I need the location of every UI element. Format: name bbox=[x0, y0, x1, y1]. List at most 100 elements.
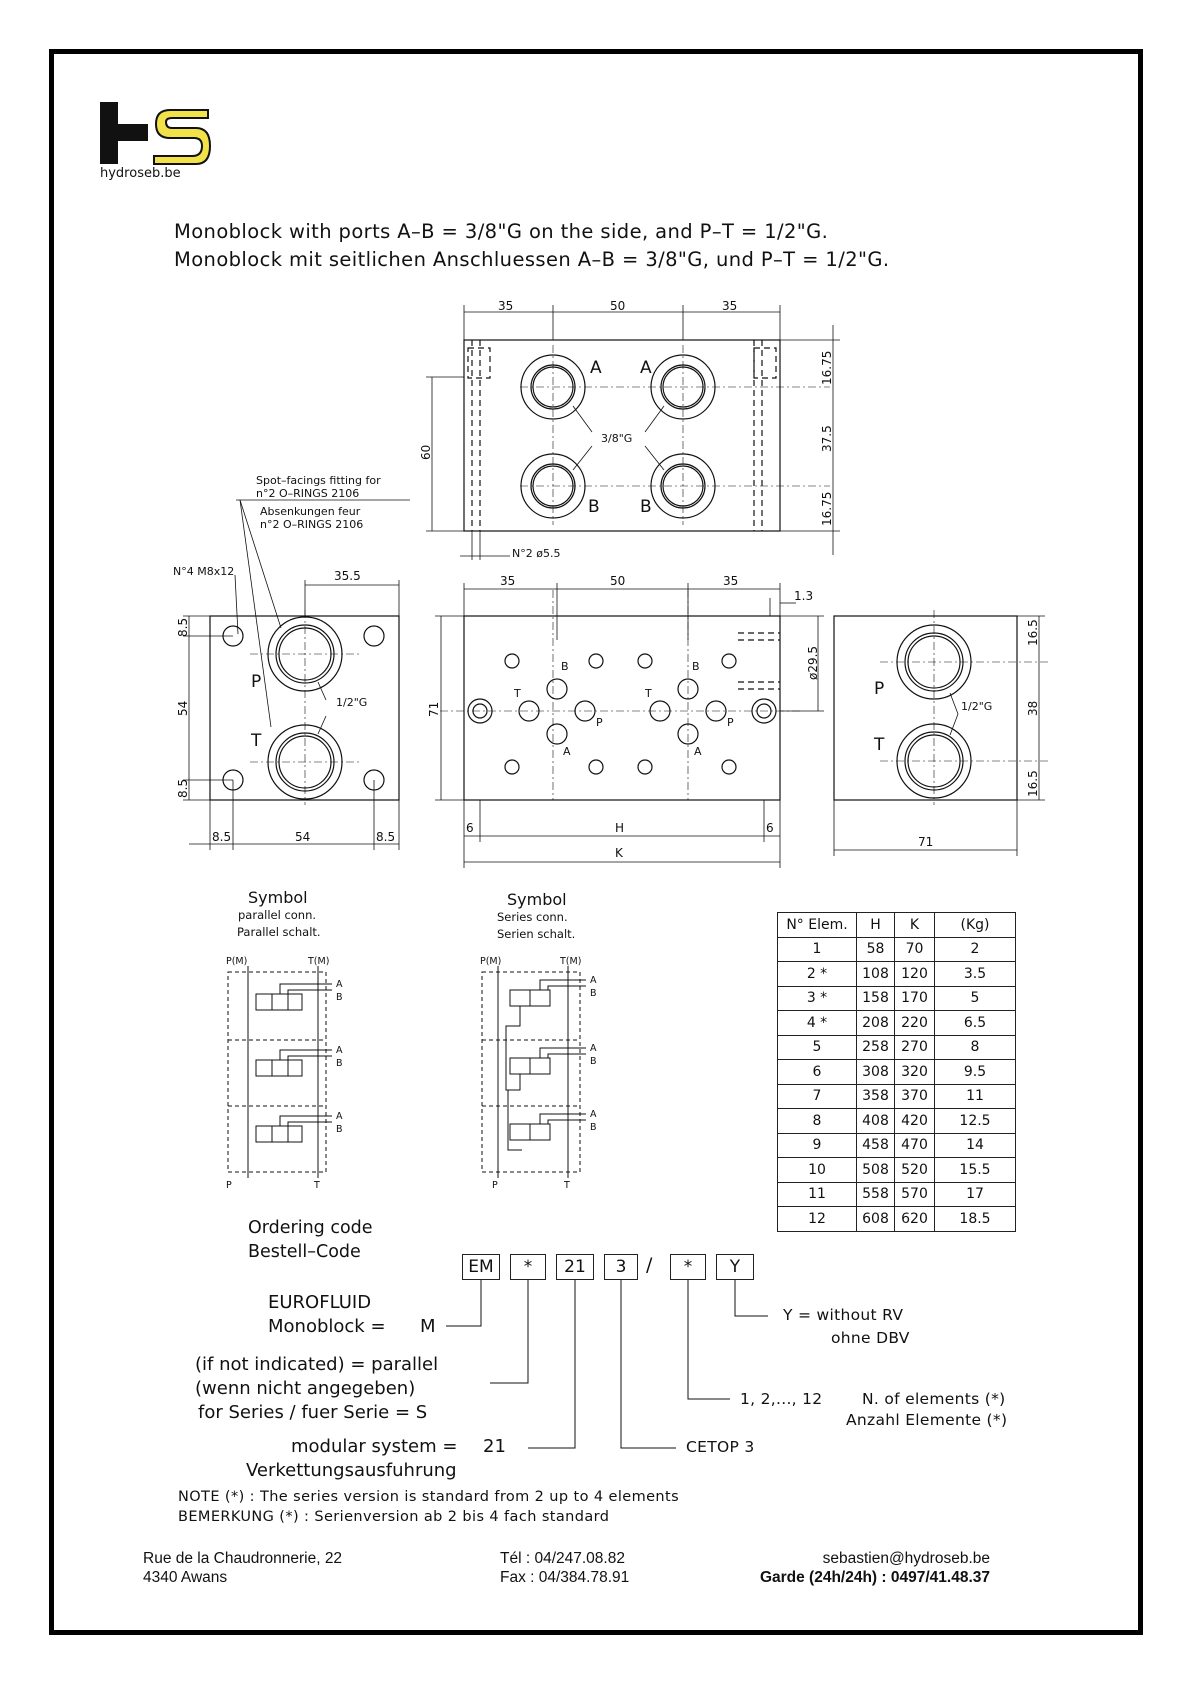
table-cell: 208 bbox=[856, 1010, 895, 1036]
parallel-t-top: T(M) bbox=[307, 956, 329, 967]
front-label-p1: P bbox=[596, 716, 603, 729]
table-cell: 558 bbox=[856, 1181, 895, 1207]
note-en: NOTE (*) : The series version is standar… bbox=[178, 1489, 680, 1505]
top-dim-2: 50 bbox=[610, 299, 625, 313]
modular-label: modular system = bbox=[291, 1436, 458, 1457]
code-box-elements: * bbox=[670, 1254, 706, 1280]
top-dim-1: 35 bbox=[498, 299, 513, 313]
series-t-top: T(M) bbox=[559, 956, 581, 967]
monoblock-value: M bbox=[420, 1316, 436, 1337]
table-cell: 10 bbox=[777, 1157, 857, 1183]
table-cell: 5 bbox=[934, 985, 1016, 1011]
left-dim-bottom-2: 54 bbox=[295, 830, 310, 844]
top-dim-3: 35 bbox=[722, 299, 737, 313]
front-dim-small: 1.3 bbox=[794, 589, 813, 603]
series-a3: A bbox=[590, 1109, 597, 1120]
right-dim-3: 16.5 bbox=[1026, 770, 1040, 797]
front-view bbox=[435, 583, 824, 868]
table-cell: 14 bbox=[934, 1132, 1016, 1158]
table-cell: 4 * bbox=[777, 1010, 857, 1036]
right-view bbox=[833, 610, 1050, 856]
table-cell: 70 bbox=[894, 936, 935, 962]
spot-facing-en: Spot–facings fitting for bbox=[256, 474, 381, 487]
footer-address-1: Rue de la Chaudronnerie, 22 bbox=[143, 1550, 343, 1567]
code-box-3: 3 bbox=[604, 1254, 638, 1280]
front-label-t2: T bbox=[644, 687, 652, 700]
footer-address: Rue de la Chaudronnerie, 22 4340 Awans bbox=[143, 1549, 342, 1587]
table-cell: 620 bbox=[894, 1206, 935, 1232]
logo-caption: hydroseb.be bbox=[100, 166, 181, 181]
table-cell: 18.5 bbox=[934, 1206, 1016, 1232]
front-label-a2: A bbox=[694, 745, 702, 758]
parallel-symbol bbox=[227, 966, 332, 1178]
table-cell: 108 bbox=[856, 961, 895, 987]
code-slash: / bbox=[646, 1254, 653, 1276]
table-header: N° Elem. bbox=[777, 912, 857, 938]
port-label-a1: A bbox=[590, 358, 602, 378]
code-box-em: EM bbox=[462, 1254, 500, 1280]
elements-en: N. of elements (*) bbox=[862, 1390, 1006, 1408]
thread-38: 3/8"G bbox=[601, 432, 632, 445]
series-symbol bbox=[481, 966, 586, 1178]
parallel-note: (if not indicated) = parallel bbox=[195, 1354, 439, 1375]
front-dim-3: 35 bbox=[723, 574, 738, 588]
symbol-series-title: Symbol bbox=[507, 890, 567, 909]
series-p-top: P(M) bbox=[480, 956, 501, 967]
parallel-b2: B bbox=[336, 1058, 343, 1069]
parallel-p-top: P(M) bbox=[226, 956, 247, 967]
table-cell: 608 bbox=[856, 1206, 895, 1232]
table-cell: 8 bbox=[934, 1034, 1016, 1060]
top-dim-height: 60 bbox=[419, 445, 433, 460]
left-dim-bottom-1: 8.5 bbox=[212, 830, 231, 844]
table-cell: 3.5 bbox=[934, 961, 1016, 987]
table-cell: 2 bbox=[934, 936, 1016, 962]
symbol-parallel-title: Symbol bbox=[248, 888, 308, 907]
code-box-series: * bbox=[510, 1254, 546, 1280]
y-option-en: Y = without RV bbox=[783, 1306, 904, 1324]
top-view bbox=[426, 305, 840, 560]
front-label-t1: T bbox=[513, 687, 521, 700]
hydroseb-logo bbox=[100, 102, 212, 165]
cetop-label: CETOP 3 bbox=[686, 1438, 755, 1456]
front-label-a1: A bbox=[563, 745, 571, 758]
left-thread: 1/2"G bbox=[336, 696, 367, 709]
eurofluid-label: EUROFLUID bbox=[268, 1292, 372, 1313]
table-header-row: N° Elem. H K (Kg) bbox=[777, 912, 1016, 938]
table-cell: 220 bbox=[894, 1010, 935, 1036]
series-a1: A bbox=[590, 975, 597, 986]
table-cell: 308 bbox=[856, 1059, 895, 1085]
table-cell: 458 bbox=[856, 1132, 895, 1158]
footer-address-2: 4340 Awans bbox=[143, 1569, 228, 1586]
table-cell: 120 bbox=[894, 961, 935, 987]
front-dim-bottom-h: H bbox=[615, 821, 624, 835]
parallel-a1: A bbox=[336, 979, 343, 990]
front-label-b2: B bbox=[692, 660, 700, 673]
footer-tel: Tél : 04/247.08.82 bbox=[500, 1550, 625, 1567]
table-cell: 6 bbox=[777, 1059, 857, 1085]
footer-phone: Tél : 04/247.08.82 Fax : 04/384.78.91 bbox=[500, 1549, 629, 1587]
ordering-title-de: Bestell–Code bbox=[248, 1242, 361, 1262]
title-line-en: Monoblock with ports A–B = 3/8"G on the … bbox=[174, 220, 829, 243]
series-p-bottom: P bbox=[492, 1180, 498, 1190]
table-cell: 270 bbox=[894, 1034, 935, 1060]
right-dim-1: 16.5 bbox=[1026, 619, 1040, 646]
table-header: H bbox=[856, 912, 895, 938]
left-port-p: P bbox=[251, 672, 261, 692]
left-dim-left-2: 54 bbox=[176, 701, 190, 716]
page-frame bbox=[49, 49, 1143, 1635]
spot-facing-en2: n°2 O–RINGS 2106 bbox=[256, 487, 359, 500]
spot-facing-de: Absenkungen feur bbox=[260, 505, 361, 518]
table-cell: 1 bbox=[777, 936, 857, 962]
table-cell: 258 bbox=[856, 1034, 895, 1060]
table-cell: 17 bbox=[934, 1181, 1016, 1207]
front-dim-dia: ø29.5 bbox=[806, 646, 820, 680]
parallel-b3: B bbox=[336, 1124, 343, 1135]
table-cell: 6.5 bbox=[934, 1010, 1016, 1036]
ordering-title: Ordering code bbox=[248, 1218, 373, 1238]
table-cell: 370 bbox=[894, 1083, 935, 1109]
port-label-a2: A bbox=[640, 358, 652, 378]
